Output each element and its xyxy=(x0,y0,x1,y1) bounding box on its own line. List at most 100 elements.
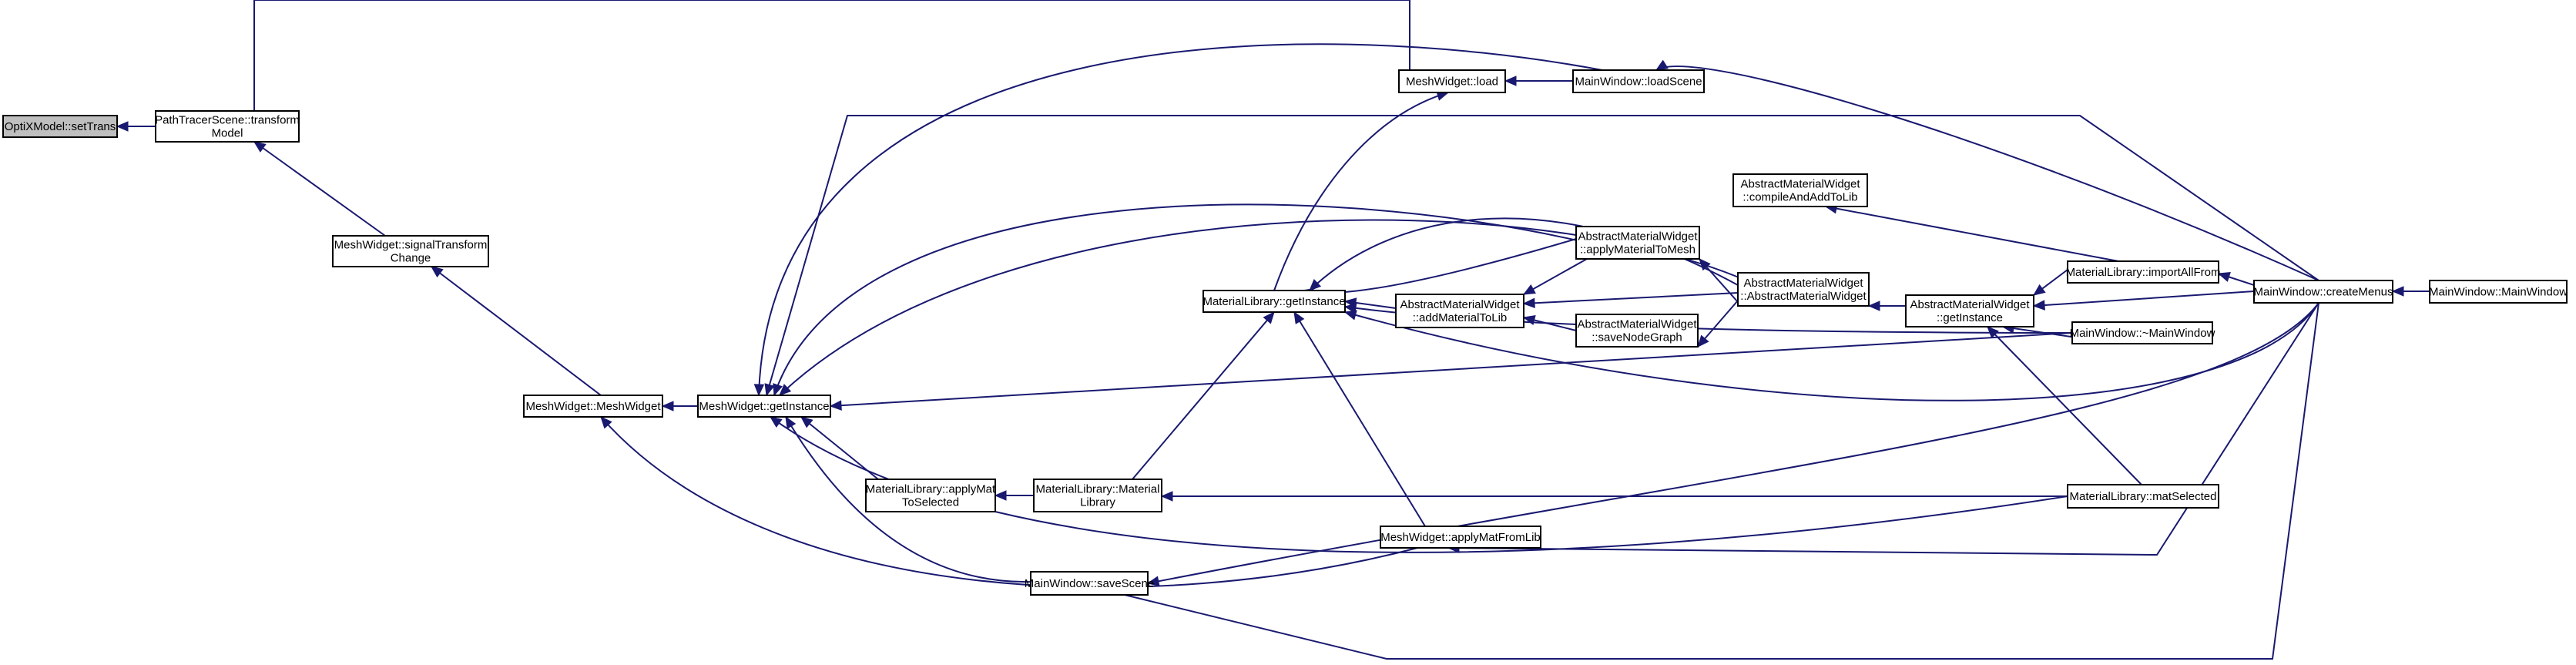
node-mainwindow-createmenus[interactable]: MainWindow::createMenus xyxy=(2253,280,2393,304)
node-label-line: ::AbstractMaterialWidget xyxy=(1740,290,1867,303)
edge-n19-to-n4 xyxy=(829,332,2073,411)
edge-line xyxy=(1301,238,1577,294)
arrowhead-icon xyxy=(2391,286,2404,297)
node-label-line: ::saveNodeGraph xyxy=(1592,331,1682,344)
node-label-line: ::addMaterialToLib xyxy=(1413,311,1508,324)
node-box xyxy=(1905,294,2034,327)
edge-line xyxy=(830,332,2073,407)
edge-n18-to-n17 xyxy=(2032,269,2068,296)
node-materiallibrary-getinstance[interactable]: MaterialLibrary::getInstance xyxy=(1202,290,1346,313)
node-abstractmaterialwidget-addmaterialtolib[interactable]: AbstractMaterialWidget::addMaterialToLib xyxy=(1395,294,1524,328)
edge-line xyxy=(1147,302,2319,584)
arrowhead-icon xyxy=(773,383,783,397)
node-label-line: MeshWidget::applyMatFromLib xyxy=(1380,531,1541,544)
edge-line xyxy=(766,115,2319,396)
edge-n21-to-n17 xyxy=(2032,291,2255,311)
edge-n17-to-n16 xyxy=(1867,301,1906,311)
node-meshwidget-meshwidget[interactable]: MeshWidget::MeshWidget xyxy=(523,395,663,418)
nodes-layer: OptiXModel::setTrans PathTracerScene::tra… xyxy=(2,69,2568,596)
arrowhead-icon xyxy=(1522,284,1536,295)
edge-line xyxy=(253,141,386,237)
node-box xyxy=(2067,484,2219,509)
arrowhead-icon xyxy=(769,416,783,428)
node-box xyxy=(155,110,300,143)
edge-n11-to-n3 xyxy=(600,416,1418,589)
edge-n21-to-n6 xyxy=(1655,59,2319,281)
node-abstractmaterialwidget-compileandaddtolib[interactable]: AbstractMaterialWidget::compileAndAddToL… xyxy=(1732,173,1868,207)
arrowhead-icon xyxy=(430,266,444,278)
node-abstractmaterialwidget-savenodegraph[interactable]: AbstractMaterialWidget::saveNodeGraph xyxy=(1575,314,1699,348)
node-materiallibrary-matselected[interactable]: MaterialLibrary::matSelected xyxy=(2067,484,2219,509)
edge-n21-to-n10 xyxy=(1146,302,2319,586)
node-label-line: AbstractMaterialWidget xyxy=(1743,277,1863,290)
node-label-line: MeshWidget::signalTransform xyxy=(334,239,488,252)
edge-n8-to-n4 xyxy=(800,416,879,480)
node-box xyxy=(2429,280,2568,304)
node-box xyxy=(1030,571,1149,596)
node-materiallibrary-importallfrom[interactable]: MaterialLibrary::importAllFrom xyxy=(2066,260,2221,284)
edge-line xyxy=(1825,206,2119,262)
node-mainwindow-mainwindow[interactable]: MainWindow::~MainWindow xyxy=(2070,321,2215,344)
node-label-line: MainWindow::createMenus xyxy=(2254,286,2393,299)
node-meshwidget-applymatfromlib[interactable]: MeshWidget::applyMatFromLib xyxy=(1380,526,1541,549)
edge-n10-to-n4 xyxy=(785,415,1033,583)
edge-line xyxy=(758,43,1603,396)
node-label-line: AbstractMaterialWidget xyxy=(1577,318,1697,331)
node-label-line: ::compileAndAddToLib xyxy=(1742,191,1857,204)
edge-line xyxy=(1655,65,2319,281)
node-box xyxy=(2067,260,2219,284)
edge-line xyxy=(1987,326,2142,485)
edge-n5-to-n1 xyxy=(249,0,1410,143)
node-box xyxy=(865,479,996,512)
edge-line xyxy=(800,416,879,480)
node-label-line: MainWindow::loadScene xyxy=(1575,76,1702,89)
node-materiallibrary-materiallibrary[interactable]: MaterialLibrary::MaterialLibrary xyxy=(1033,479,1162,512)
node-abstractmaterialwidget-abstractmaterialwidget[interactable]: AbstractMaterialWidget::AbstractMaterial… xyxy=(1737,272,1870,307)
node-label-line: MeshWidget::load xyxy=(1406,76,1498,89)
arrowhead-icon xyxy=(1697,334,1709,348)
edge-line xyxy=(773,203,1588,396)
node-label-line: AbstractMaterialWidget xyxy=(1740,178,1860,191)
node-mainwindow-savescene[interactable]: MainWindow::saveScene xyxy=(1025,571,1154,596)
edge-line xyxy=(1124,302,2319,660)
edge-n9-to-n8 xyxy=(994,490,1034,501)
node-box xyxy=(1202,290,1346,313)
node-meshwidget-getinstance[interactable]: MeshWidget::getInstance xyxy=(697,395,831,418)
node-label-line: MainWindow::~MainWindow xyxy=(2070,327,2215,340)
arrowhead-icon xyxy=(1309,279,1322,291)
edge-n4-to-n3 xyxy=(661,401,698,411)
arrowhead-icon xyxy=(1655,59,1669,71)
node-box xyxy=(1732,173,1868,207)
edge-n20-to-n9 xyxy=(1160,491,2068,502)
node-meshwidget-load[interactable]: MeshWidget::load xyxy=(1398,69,1506,93)
node-label-line: MeshWidget::getInstance xyxy=(699,400,829,413)
edge-line xyxy=(1293,311,1426,527)
edge-n10-to-n11 xyxy=(1124,302,2319,660)
node-mainwindow-loadscene[interactable]: MainWindow::loadScene xyxy=(1572,69,1705,93)
arrowhead-icon xyxy=(1160,491,1173,502)
node-abstractmaterialwidget-applymaterialtomesh[interactable]: AbstractMaterialWidget::applyMaterialToM… xyxy=(1575,226,1700,260)
node-label-line: MainWindow::MainWindow xyxy=(2429,286,2568,299)
arrowhead-icon xyxy=(2217,272,2231,282)
arrowhead-icon xyxy=(116,121,129,132)
node-label-line: MaterialLibrary::matSelected xyxy=(2070,490,2217,503)
node-label-line: AbstractMaterialWidget xyxy=(1578,230,1698,243)
node-optixmodel-settrans[interactable]: OptiXModel::setTrans xyxy=(2,115,118,138)
node-label-line: Model xyxy=(212,127,243,140)
node-label-line: PathTracerScene::transform xyxy=(155,114,300,127)
node-abstractmaterialwidget-getinstance[interactable]: AbstractMaterialWidget::getInstance xyxy=(1905,294,2034,327)
node-box xyxy=(523,395,663,418)
node-box xyxy=(1737,272,1870,307)
node-label-line: MaterialLibrary::applyMat xyxy=(866,483,996,496)
arrowhead-icon xyxy=(1504,76,1517,86)
arrowhead-icon xyxy=(1699,258,1711,271)
edge-n21-to-n18 xyxy=(2217,272,2255,286)
node-label-line: AbstractMaterialWidget xyxy=(1400,298,1520,311)
edge-line xyxy=(1273,92,1449,291)
edge-n2-to-n1 xyxy=(253,141,386,237)
node-mainwindow-mainwindow[interactable]: MainWindow::MainWindow xyxy=(2429,280,2568,304)
arrowhead-icon xyxy=(1146,576,1160,586)
